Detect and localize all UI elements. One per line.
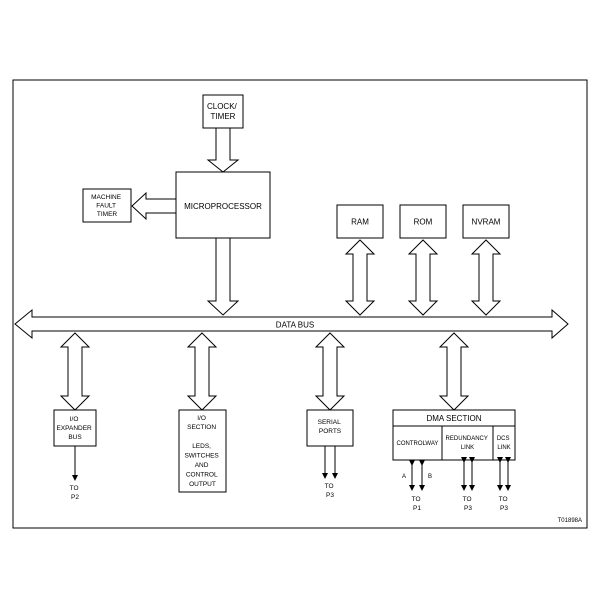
dma-section-box (392, 409, 516, 461)
cpu-to-fault-timer-arrow (131, 191, 177, 221)
ram-bus-arrow (344, 239, 376, 316)
label-a: A (402, 474, 406, 480)
rom-label: ROM (414, 218, 433, 227)
cpu-to-bus-arrow (206, 237, 240, 316)
serial-ports-label: SERIAL PORTS (318, 419, 343, 435)
ram-box (336, 204, 384, 239)
dma-section-bus-arrow (438, 332, 470, 411)
serial-ports-box (306, 409, 354, 447)
io-expander-bus-arrow (59, 332, 91, 411)
figure-id: T01898A (558, 518, 582, 524)
diagram-frame (12, 79, 588, 529)
clock-timer-label: CLOCK/ TIMER (207, 102, 239, 121)
nvram-bus-arrow (470, 239, 502, 316)
io-expander-bus-box (53, 409, 97, 447)
to-p3-dcs-label: TO P3 (499, 496, 510, 512)
clock-timer-box (202, 94, 244, 129)
io-expander-bus-label: I/O EXPANDER BUS (56, 416, 93, 441)
dma-section-title: DMA SECTION (426, 414, 481, 423)
controlway-label: CONTROLWAY (397, 441, 439, 447)
data-bus-arrow (14, 308, 569, 340)
to-p3-serial-label: TO P3 (325, 483, 336, 499)
io-section-bus-arrow (186, 332, 218, 411)
clock-to-cpu-arrow (206, 127, 240, 173)
to-p3-redundancy-label: TO P3 (463, 496, 474, 512)
to-p2-label: TO P2 (70, 485, 81, 501)
data-bus-label: DATA BUS (276, 321, 314, 330)
serial-ports-bus-arrow (314, 332, 346, 411)
io-section-label: I/O SECTION LEDS, SWITCHES AND CONTROL O… (184, 415, 220, 488)
machine-fault-timer-box (82, 188, 132, 223)
nvram-box (462, 204, 510, 239)
label-b: B (428, 474, 432, 480)
rom-box (399, 204, 447, 239)
ram-label: RAM (351, 218, 369, 227)
io-section-box (178, 409, 227, 493)
nvram-label: NVRAM (472, 218, 501, 227)
dcs-link-label: DCS LINK (497, 436, 511, 451)
redundancy-link-label: REDUNDANCY LINK (446, 436, 490, 451)
to-p1-label: TO P1 (412, 496, 423, 512)
machine-fault-timer-label: MACHINE FAULT TIMER (91, 194, 123, 218)
microprocessor-label: MICROPROCESSOR (184, 202, 262, 211)
rom-bus-arrow (407, 239, 439, 316)
